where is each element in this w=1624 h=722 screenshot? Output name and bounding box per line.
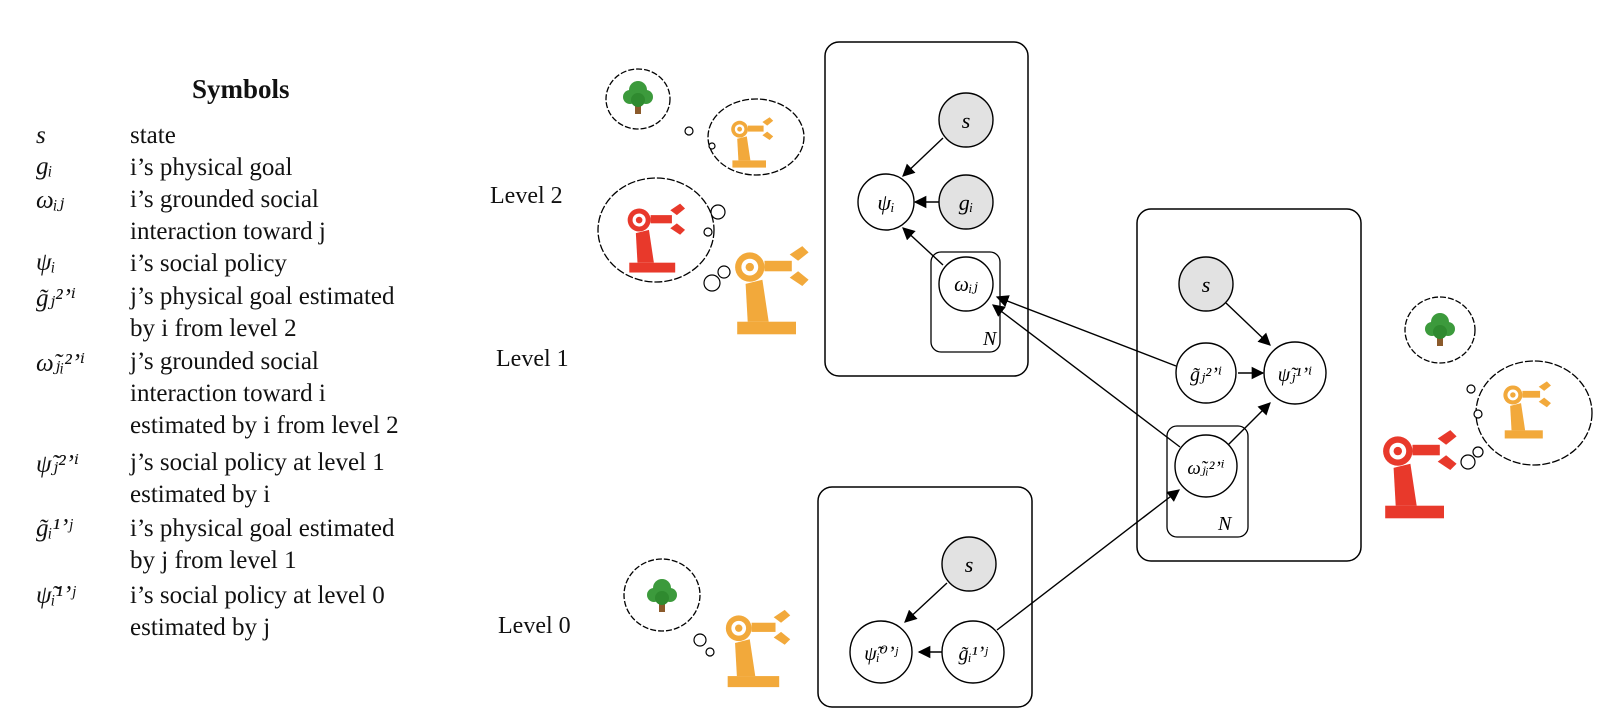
node-label: ψ̃ⱼ¹ʼⁱ	[1278, 364, 1312, 386]
legend-description: j’s grounded social interaction toward i…	[130, 348, 399, 439]
node-label: ω̃ⱼᵢ²ʼⁱ	[1187, 458, 1224, 479]
thought-bubble-icon	[605, 68, 671, 130]
robot-arm-orange-icon	[735, 246, 809, 335]
robot-arm-red-icon	[1383, 430, 1457, 519]
thought-bubble-icon	[707, 98, 805, 176]
legend-description: i’s physical goal	[130, 154, 293, 181]
node-label: gᵢ	[959, 190, 973, 215]
legend-symbol: ωᵢⱼ	[36, 187, 65, 214]
node-label: s	[962, 108, 971, 133]
node-state-level0	[941, 536, 997, 592]
node-label: ψ̃ᵢ⁰ʼʲ	[864, 643, 898, 665]
legend-title: Symbols	[192, 74, 290, 104]
legend-symbol: gᵢ	[36, 153, 53, 180]
level-1-box	[1136, 208, 1362, 562]
node-label: ψᵢ	[877, 190, 894, 215]
node-estimated-interaction-level1	[1174, 434, 1238, 498]
node-state-level1	[1178, 256, 1234, 312]
legend-symbol: ω̃ⱼᵢ²ʼⁱ	[36, 350, 86, 377]
node-state-level2	[938, 92, 994, 148]
level-2-box	[824, 41, 1029, 377]
node-label: g̃ᵢ¹ʼʲ	[958, 643, 988, 665]
legend-description: i’s social policy at level 0 estimated b…	[130, 582, 385, 641]
legend-symbol: ψ̃ᵢ¹ʼʲ	[36, 582, 76, 609]
thought-bubble-icon	[1404, 296, 1476, 364]
level-1-label: Level 1	[496, 346, 569, 372]
thought-bubble-icon	[1475, 360, 1593, 466]
legend-description: j’s social policy at level 1 estimated b…	[130, 449, 385, 508]
legend-description: i’s grounded social interaction toward j	[130, 186, 326, 245]
plate-label: N	[982, 328, 998, 350]
symbols-legend: Symbols s state gᵢ i’s physical goal ωᵢⱼ…	[0, 0, 470, 722]
node-estimated-goal-level0	[941, 620, 1005, 684]
level-2-label: Level 2	[490, 183, 563, 209]
node-label: ωᵢⱼ	[954, 272, 978, 296]
legend-symbol: g̃ⱼ²ʼⁱ	[36, 285, 76, 312]
level-1-plate	[1166, 425, 1249, 538]
node-social-interaction-level2	[938, 256, 994, 312]
legend-description: i’s physical goal estimated by j from le…	[130, 515, 395, 574]
level-0-label: Level 0	[498, 613, 571, 639]
node-label: s	[965, 552, 974, 577]
node-social-policy-level2	[857, 173, 915, 231]
legend-symbol: ψ̃ⱼ²ʼⁱ	[36, 451, 79, 478]
node-estimated-policy-level0	[849, 620, 913, 684]
node-label: g̃ⱼ²ʼⁱ	[1190, 364, 1222, 386]
node-estimated-policy-level1	[1263, 341, 1327, 405]
legend-symbol: ψᵢ	[36, 249, 56, 276]
thought-bubble-icon	[623, 558, 701, 632]
level-0-box	[817, 486, 1033, 708]
legend-description: i’s social policy	[130, 250, 287, 277]
node-label: s	[1202, 272, 1211, 297]
legend-description: state	[130, 122, 176, 149]
legend-symbol: s	[36, 122, 46, 149]
thought-bubble-icon	[597, 177, 715, 283]
node-estimated-goal-level1	[1175, 342, 1237, 404]
node-physical-goal-level2	[938, 174, 994, 230]
plate-label: N	[1217, 513, 1233, 535]
legend-description: j’s physical goal estimated by i from le…	[130, 283, 395, 342]
legend-symbol: g̃ᵢ¹ʼʲ	[36, 515, 73, 542]
robot-arm-orange-icon	[725, 609, 791, 688]
